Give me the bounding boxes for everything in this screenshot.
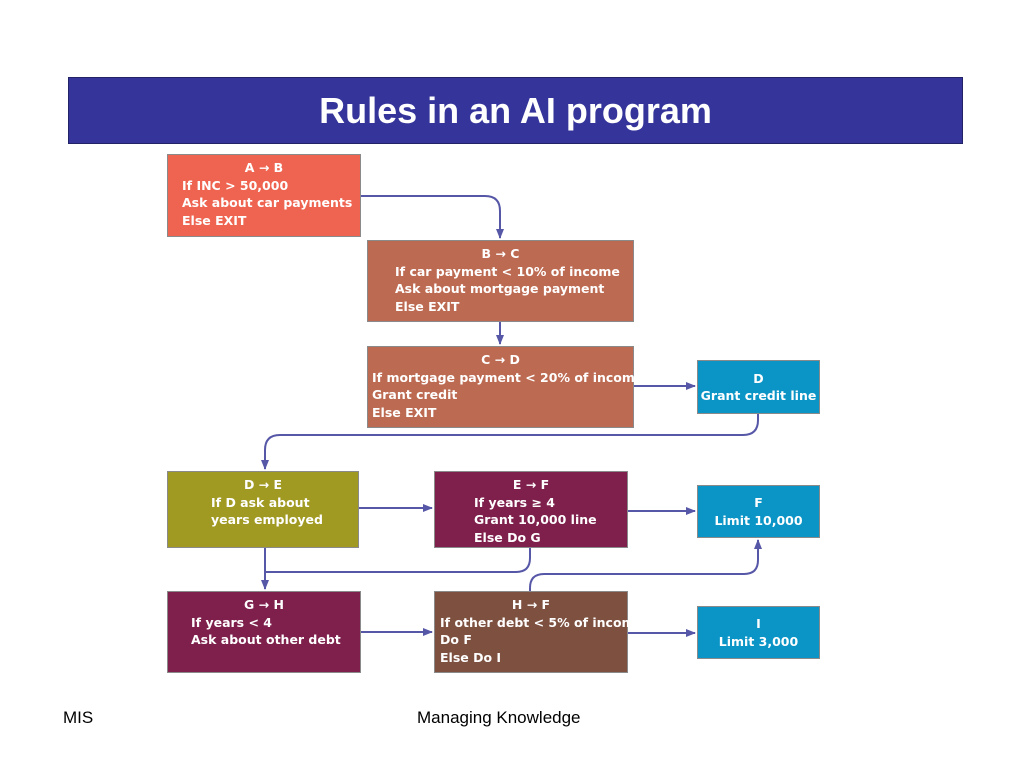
outcome-box-i: I Limit 3,000 (697, 606, 820, 659)
rule-header: G → H (244, 597, 284, 612)
rule-line: Ask about other debt (191, 632, 341, 647)
rule-box-c-to-d: C → D If mortgage payment < 20% of incom… (367, 346, 644, 428)
rule-line: Else EXIT (182, 212, 247, 228)
rule-line: If car payment < 10% of income (395, 263, 620, 279)
rule-line: Else EXIT (372, 404, 437, 420)
outcome-header: D (753, 370, 764, 386)
footer-left: MIS (63, 708, 94, 727)
rule-line: Grant 10,000 line (474, 512, 597, 527)
footer-center: Managing Knowledge (417, 708, 581, 727)
rule-line: If INC > 50,000 (182, 177, 289, 193)
title-bar: Rules in an AI program (68, 77, 963, 144)
outcome-box-f: F Limit 10,000 (697, 485, 820, 538)
rule-line: Else Do I (440, 649, 502, 665)
rule-line: If years < 4 (191, 614, 272, 630)
rule-line: If years ≥ 4 (474, 494, 555, 510)
rule-line: If D ask about (211, 494, 310, 510)
rule-line: Else EXIT (395, 298, 460, 314)
outcome-box-d: D Grant credit line (697, 360, 820, 414)
rule-line: years employed (211, 512, 323, 527)
rule-header: E → F (512, 477, 550, 492)
rule-box-g-to-h: G → H If years < 4 Ask about other debt (167, 591, 361, 673)
arrow-hf-to-f (529, 539, 762, 591)
outcome-line: Grant credit line (700, 388, 817, 403)
rule-box-d-to-e: D → E If D ask about years employed (167, 471, 359, 548)
rule-header: A → B (244, 160, 284, 175)
arrow-d-to-de (261, 414, 759, 470)
arrow-ab-to-bc (361, 195, 504, 239)
rule-line: Ask about car payments (182, 195, 353, 210)
slide-title: Rules in an AI program (319, 89, 712, 131)
outcome-line: Limit 3,000 (718, 633, 799, 649)
rule-header: D → E (243, 477, 283, 492)
rule-header: B → C (481, 246, 520, 261)
rule-line: Else Do G (474, 529, 541, 545)
rule-box-e-to-f: E → F If years ≥ 4 Grant 10,000 line Els… (434, 471, 628, 548)
outcome-header: F (754, 495, 763, 510)
rule-header: C → D (481, 352, 520, 367)
rule-box-b-to-c: B → C If car payment < 10% of income Ask… (367, 240, 634, 322)
rule-line: Grant credit (372, 387, 458, 402)
rule-line: If mortgage payment < 20% of income (372, 369, 644, 385)
rule-line: If other debt < 5% of income (440, 614, 644, 630)
outcome-header: I (756, 616, 761, 631)
outcome-line: Limit 10,000 (714, 512, 803, 528)
arrow-ef-to-gh-connector (265, 548, 531, 573)
rule-line: Do F (440, 632, 472, 647)
rule-line: Ask about mortgage payment (395, 281, 605, 296)
rule-header: H → F (511, 597, 551, 612)
rule-box-a-to-b: A → B If INC > 50,000 Ask about car paym… (167, 154, 361, 237)
rule-box-h-to-f: H → F If other debt < 5% of income Do F … (434, 591, 644, 673)
